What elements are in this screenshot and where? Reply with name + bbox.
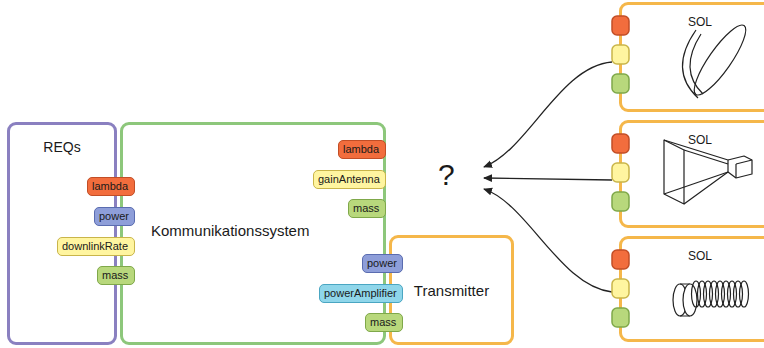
box-title: REQs — [43, 139, 80, 155]
question-mark: ? — [438, 158, 455, 192]
box-title: Kommunikationssystem — [151, 222, 309, 239]
component-box: SOL — [619, 120, 764, 228]
port-tab: mass — [365, 313, 403, 332]
port-name: power — [99, 210, 129, 222]
port-tab: power — [362, 254, 403, 273]
arrows — [484, 62, 612, 292]
port-name: downlinkRate — [62, 240, 128, 252]
port-tab: mass — [348, 199, 386, 218]
empty-port — [612, 74, 629, 93]
empty-port — [612, 16, 629, 35]
port-name: lambda — [343, 143, 379, 155]
port-name: powerAmplifier — [324, 287, 397, 299]
empty-port — [612, 279, 629, 298]
straight-arrow — [484, 178, 612, 180]
port-tab: mass — [97, 266, 135, 285]
curved-arrow — [484, 189, 612, 292]
port-name: lambda — [92, 180, 128, 192]
port-name: mass — [102, 269, 128, 281]
empty-port — [612, 134, 629, 153]
port-name: mass — [370, 316, 396, 328]
empty-port — [612, 192, 629, 211]
component-box: REQslambdapowerdownlinkRatemass — [7, 122, 117, 345]
port-tab: gainAntenna — [313, 170, 386, 189]
horn-antenna — [664, 140, 752, 204]
box-title: SOL — [688, 15, 712, 29]
port-tab: lambda — [338, 140, 386, 159]
component-box: Kommunikationssystem lambda gainAntenna mas… — [120, 122, 386, 345]
empty-port — [612, 163, 629, 182]
curved-arrow — [484, 62, 612, 167]
component-box: Transmitter — [389, 235, 514, 345]
empty-port — [612, 250, 629, 269]
port-tab: lambda — [87, 177, 135, 196]
empty-port — [612, 45, 629, 64]
port-name: gainAntenna — [318, 173, 380, 185]
box-title: Transmitter — [414, 282, 489, 299]
component-box: SOL — [619, 236, 764, 342]
port-name: mass — [353, 202, 379, 214]
box-title: SOL — [688, 249, 712, 263]
empty-port — [612, 308, 629, 327]
port-tab: downlinkRate — [57, 237, 135, 256]
component-box: SOL — [619, 2, 764, 112]
port-name: power — [367, 257, 397, 269]
helix-antenna — [673, 281, 749, 316]
port-tab: powerAmplifier — [319, 284, 403, 303]
dish-antenna — [682, 19, 753, 100]
coil-winding — [740, 281, 749, 307]
port-tab: power — [94, 207, 135, 226]
box-title: SOL — [688, 133, 712, 147]
